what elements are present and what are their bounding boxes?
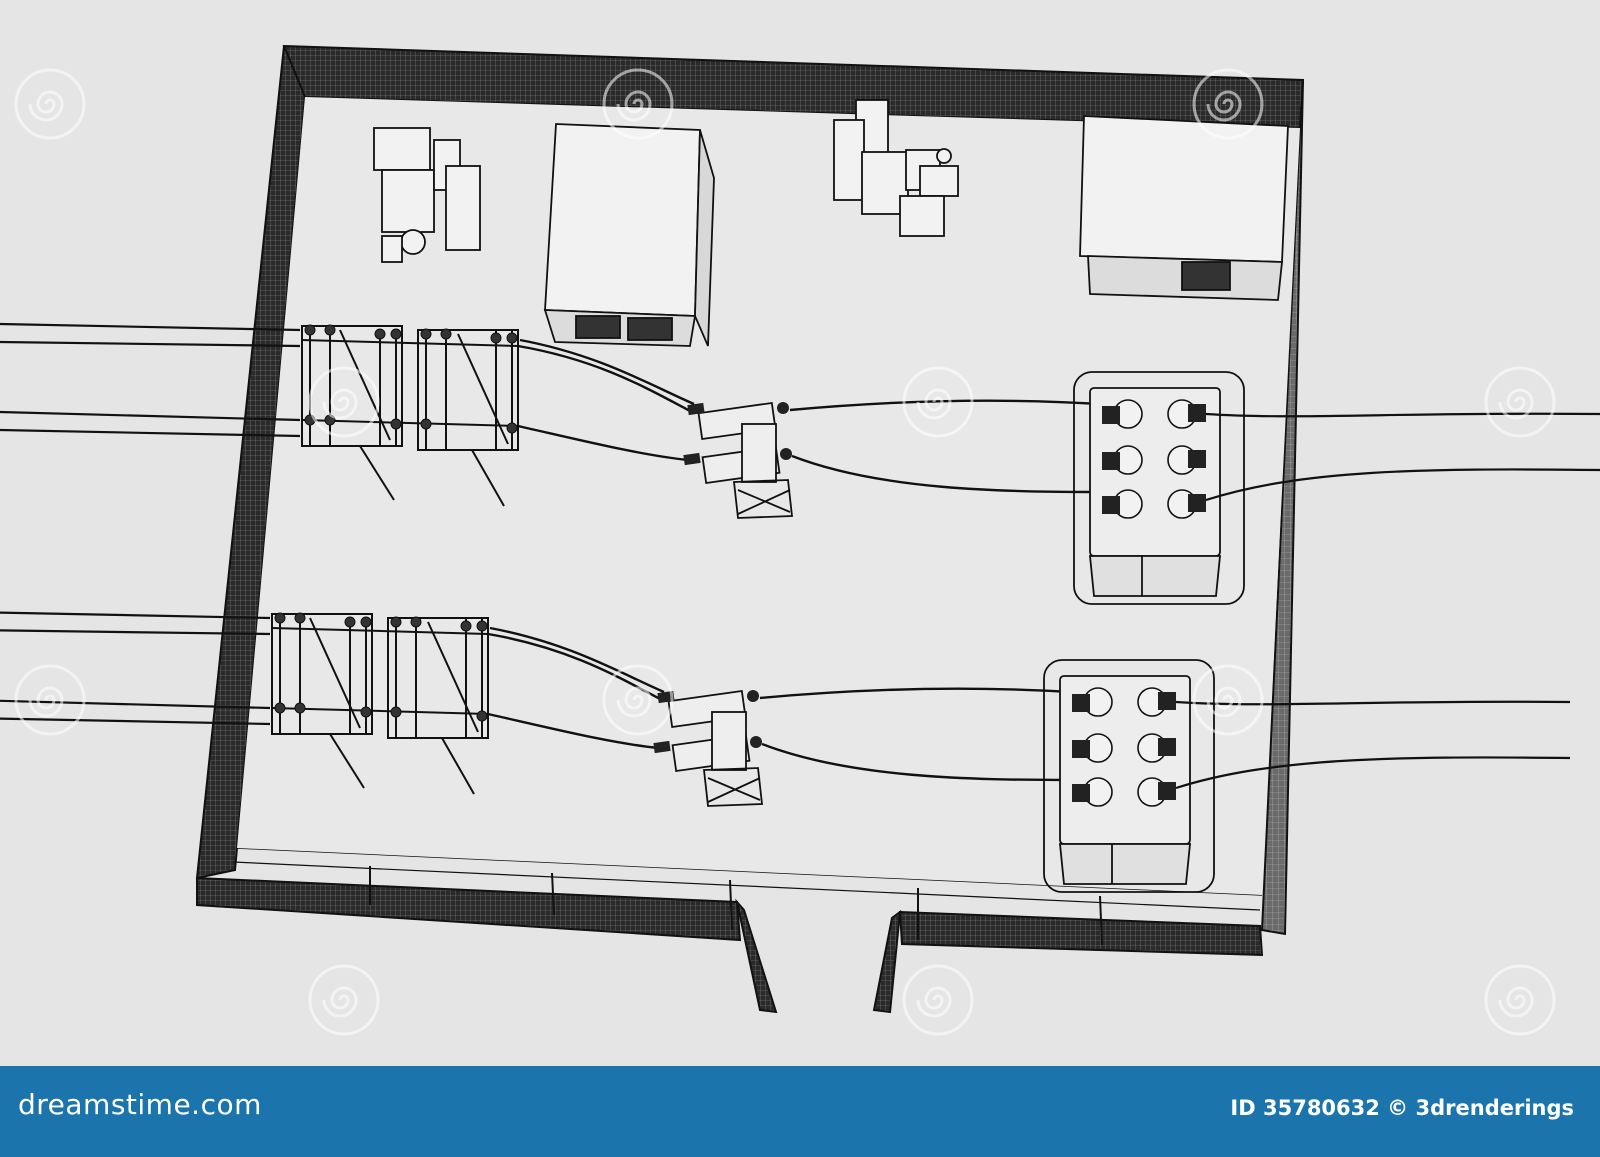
footer-bar: dreamstime.com ID 35780632 © 3drendering… — [0, 1066, 1600, 1157]
cabinet-left — [543, 123, 715, 347]
control-unit-left — [373, 127, 481, 263]
substation-illustration — [0, 44, 1600, 1036]
control-unit-right — [833, 99, 959, 237]
cabinet-right — [1079, 115, 1289, 301]
image-credit: ID 35780632 © 3drenderings — [1230, 1096, 1574, 1120]
dreamstime-logo[interactable]: dreamstime.com — [18, 1088, 262, 1121]
perimeter-wall — [195, 44, 1305, 1014]
